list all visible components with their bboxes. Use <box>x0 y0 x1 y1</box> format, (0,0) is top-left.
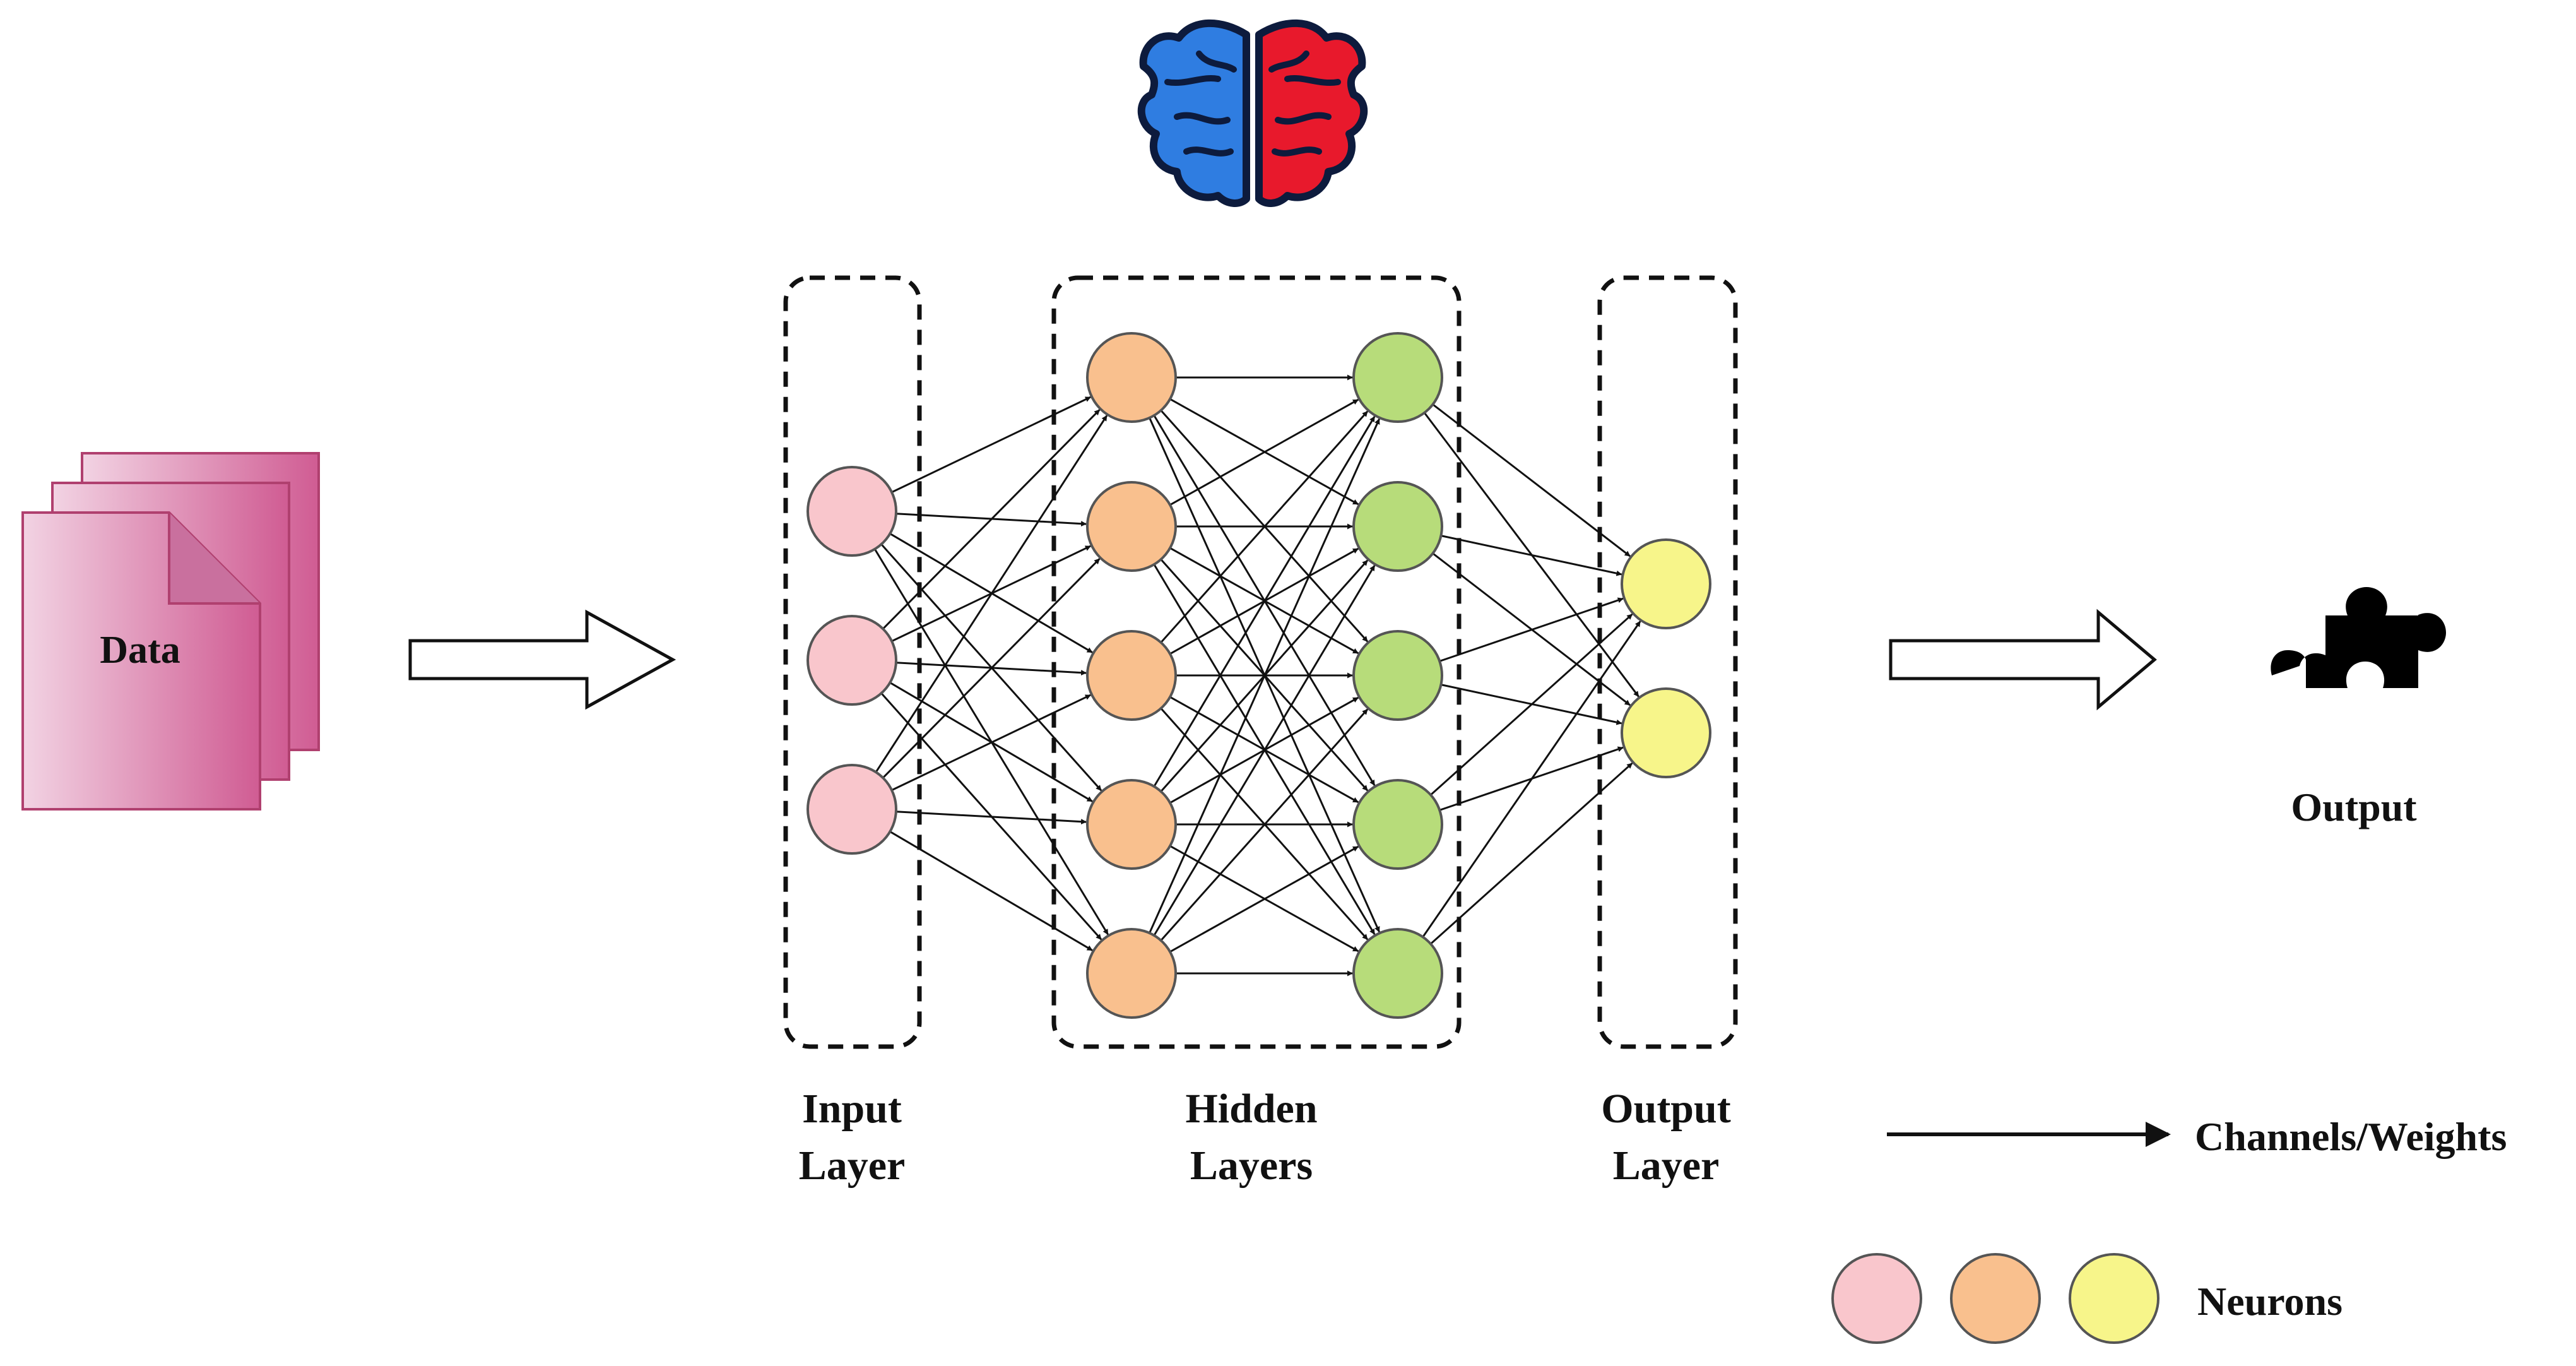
weight-connection <box>1149 418 1380 934</box>
puzzle-piece-icon <box>2271 587 2446 688</box>
weight-connection <box>1160 708 1369 941</box>
legend-neurons-label: Neurons <box>2197 1279 2343 1324</box>
input-neuron-2 <box>806 615 897 706</box>
weight-connection <box>1422 621 1641 938</box>
hidden1-neuron-4 <box>1086 779 1177 870</box>
input-layer-label-line1: Input <box>802 1086 902 1132</box>
flow-arrow-output <box>1889 609 2157 711</box>
legend-neuron-yellow <box>2069 1253 2159 1344</box>
output-neuron-2 <box>1621 687 1711 778</box>
weight-connection <box>1153 565 1376 936</box>
hidden1-neuron-2 <box>1086 481 1177 572</box>
legend: Channels/Weights Neurons <box>1831 1114 2507 1344</box>
weight-connection <box>895 811 1087 825</box>
hidden-layers-box <box>1051 275 1462 1049</box>
input-layer-label-line2: Layer <box>799 1143 906 1189</box>
weight-connection <box>889 831 1093 951</box>
weight-connections <box>873 374 1641 977</box>
weight-connection <box>882 409 1101 630</box>
weight-connection <box>1441 535 1622 576</box>
weight-connection <box>891 694 1091 792</box>
output-label: Output <box>2291 785 2417 829</box>
hidden2-neuron-5 <box>1352 928 1443 1019</box>
weight-connection <box>1430 613 1633 796</box>
weight-connection <box>1430 762 1633 945</box>
input-neuron-1 <box>806 466 897 557</box>
output-neuron-1 <box>1621 538 1711 629</box>
hidden2-neuron-4 <box>1352 779 1443 870</box>
output-layer-box <box>1597 275 1738 1049</box>
hidden1-neuron-3 <box>1086 630 1177 721</box>
data-label: Data <box>100 629 180 672</box>
legend-weights-label: Channels/Weights <box>2195 1114 2507 1159</box>
hidden2-neuron-1 <box>1352 332 1443 423</box>
flow-arrow-input <box>408 609 676 710</box>
hidden-layers-label-line2: Layers <box>1190 1143 1313 1189</box>
weight-connection <box>1432 403 1631 557</box>
hidden-layers-label-line1: Hidden <box>1185 1086 1317 1132</box>
document-stack-icon <box>21 452 320 811</box>
weight-connection <box>882 558 1101 779</box>
weight-connection <box>1169 398 1359 506</box>
input-layer-box <box>783 275 922 1049</box>
hidden1-neuron-5 <box>1086 928 1177 1019</box>
weight-connection <box>1160 410 1369 643</box>
weight-connection <box>1439 597 1624 662</box>
output-layer-label-line2: Layer <box>1613 1143 1720 1189</box>
weight-connection <box>891 396 1091 494</box>
weight-connection <box>875 415 1108 773</box>
hidden2-neuron-2 <box>1352 481 1443 572</box>
input-neuron-3 <box>806 764 897 855</box>
brain-icon <box>1137 19 1368 207</box>
weight-connection <box>1153 416 1376 787</box>
output-layer-label-line1: Output <box>1601 1086 1730 1132</box>
legend-neuron-orange <box>1950 1253 2041 1344</box>
neuron-layers <box>806 332 1711 1019</box>
hidden1-neuron-1 <box>1086 332 1177 423</box>
legend-neuron-pink <box>1831 1253 1922 1344</box>
weight-connection <box>1169 845 1359 953</box>
hidden2-neuron-3 <box>1352 630 1443 721</box>
